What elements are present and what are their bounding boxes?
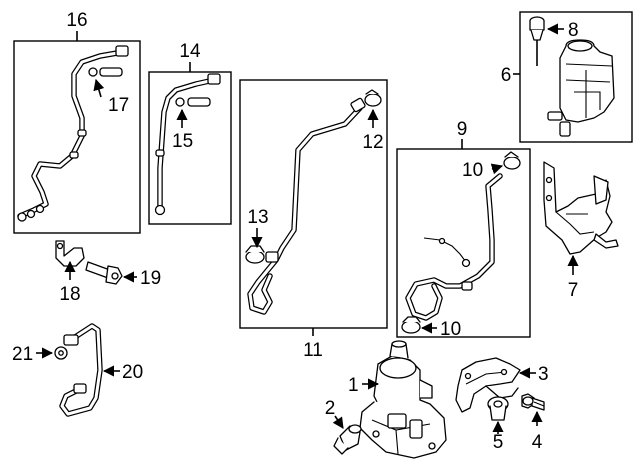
washer-21 xyxy=(36,346,68,360)
clip-18 xyxy=(55,240,85,280)
callout-4: 4 xyxy=(532,432,543,453)
callout-2: 2 xyxy=(325,398,336,419)
pump-1 xyxy=(359,340,447,459)
callout-9: 9 xyxy=(457,119,468,140)
callout-5: 5 xyxy=(493,432,504,453)
callout-12: 12 xyxy=(362,132,383,153)
callout-16: 16 xyxy=(66,10,87,31)
callout-8: 8 xyxy=(568,20,579,41)
callout-7: 7 xyxy=(568,280,579,301)
callout-3: 3 xyxy=(538,364,549,385)
callout-20: 20 xyxy=(122,362,143,383)
clamp-13 xyxy=(245,228,265,264)
hose-assembly-14 xyxy=(154,73,221,216)
callout-14: 14 xyxy=(179,41,201,62)
hose-assembly-11 xyxy=(247,97,366,315)
callout-15: 15 xyxy=(172,131,193,152)
cap-8 xyxy=(529,16,564,66)
hose-assembly-16 xyxy=(17,45,129,222)
hose-assembly-9 xyxy=(405,173,503,321)
callout-1: 1 xyxy=(348,375,359,396)
callout-11: 11 xyxy=(303,340,323,361)
callout-10-upper: 10 xyxy=(462,160,483,181)
callout-6: 6 xyxy=(501,65,512,86)
callout-19: 19 xyxy=(140,268,161,289)
fitting-17 xyxy=(93,78,105,98)
callout-10-lower: 10 xyxy=(440,319,461,340)
grommet-5 xyxy=(487,396,509,434)
clamp-10-upper xyxy=(490,151,521,175)
pipe-assembly-20 xyxy=(59,323,120,417)
bolt-4 xyxy=(521,393,545,426)
bracket-7 xyxy=(543,161,619,275)
clamp-10-lower xyxy=(401,316,437,334)
group-box-9 xyxy=(396,148,531,338)
callout-21: 21 xyxy=(12,344,33,365)
group-box-6 xyxy=(519,11,633,143)
bolt-19 xyxy=(85,261,137,285)
sensor-2 xyxy=(332,415,362,455)
bracket-3 xyxy=(455,357,536,413)
callout-18: 18 xyxy=(59,284,80,305)
reservoir-6 xyxy=(547,39,615,137)
callout-13: 13 xyxy=(247,207,268,228)
callout-17: 17 xyxy=(108,95,129,116)
clamp-12 xyxy=(364,89,382,128)
